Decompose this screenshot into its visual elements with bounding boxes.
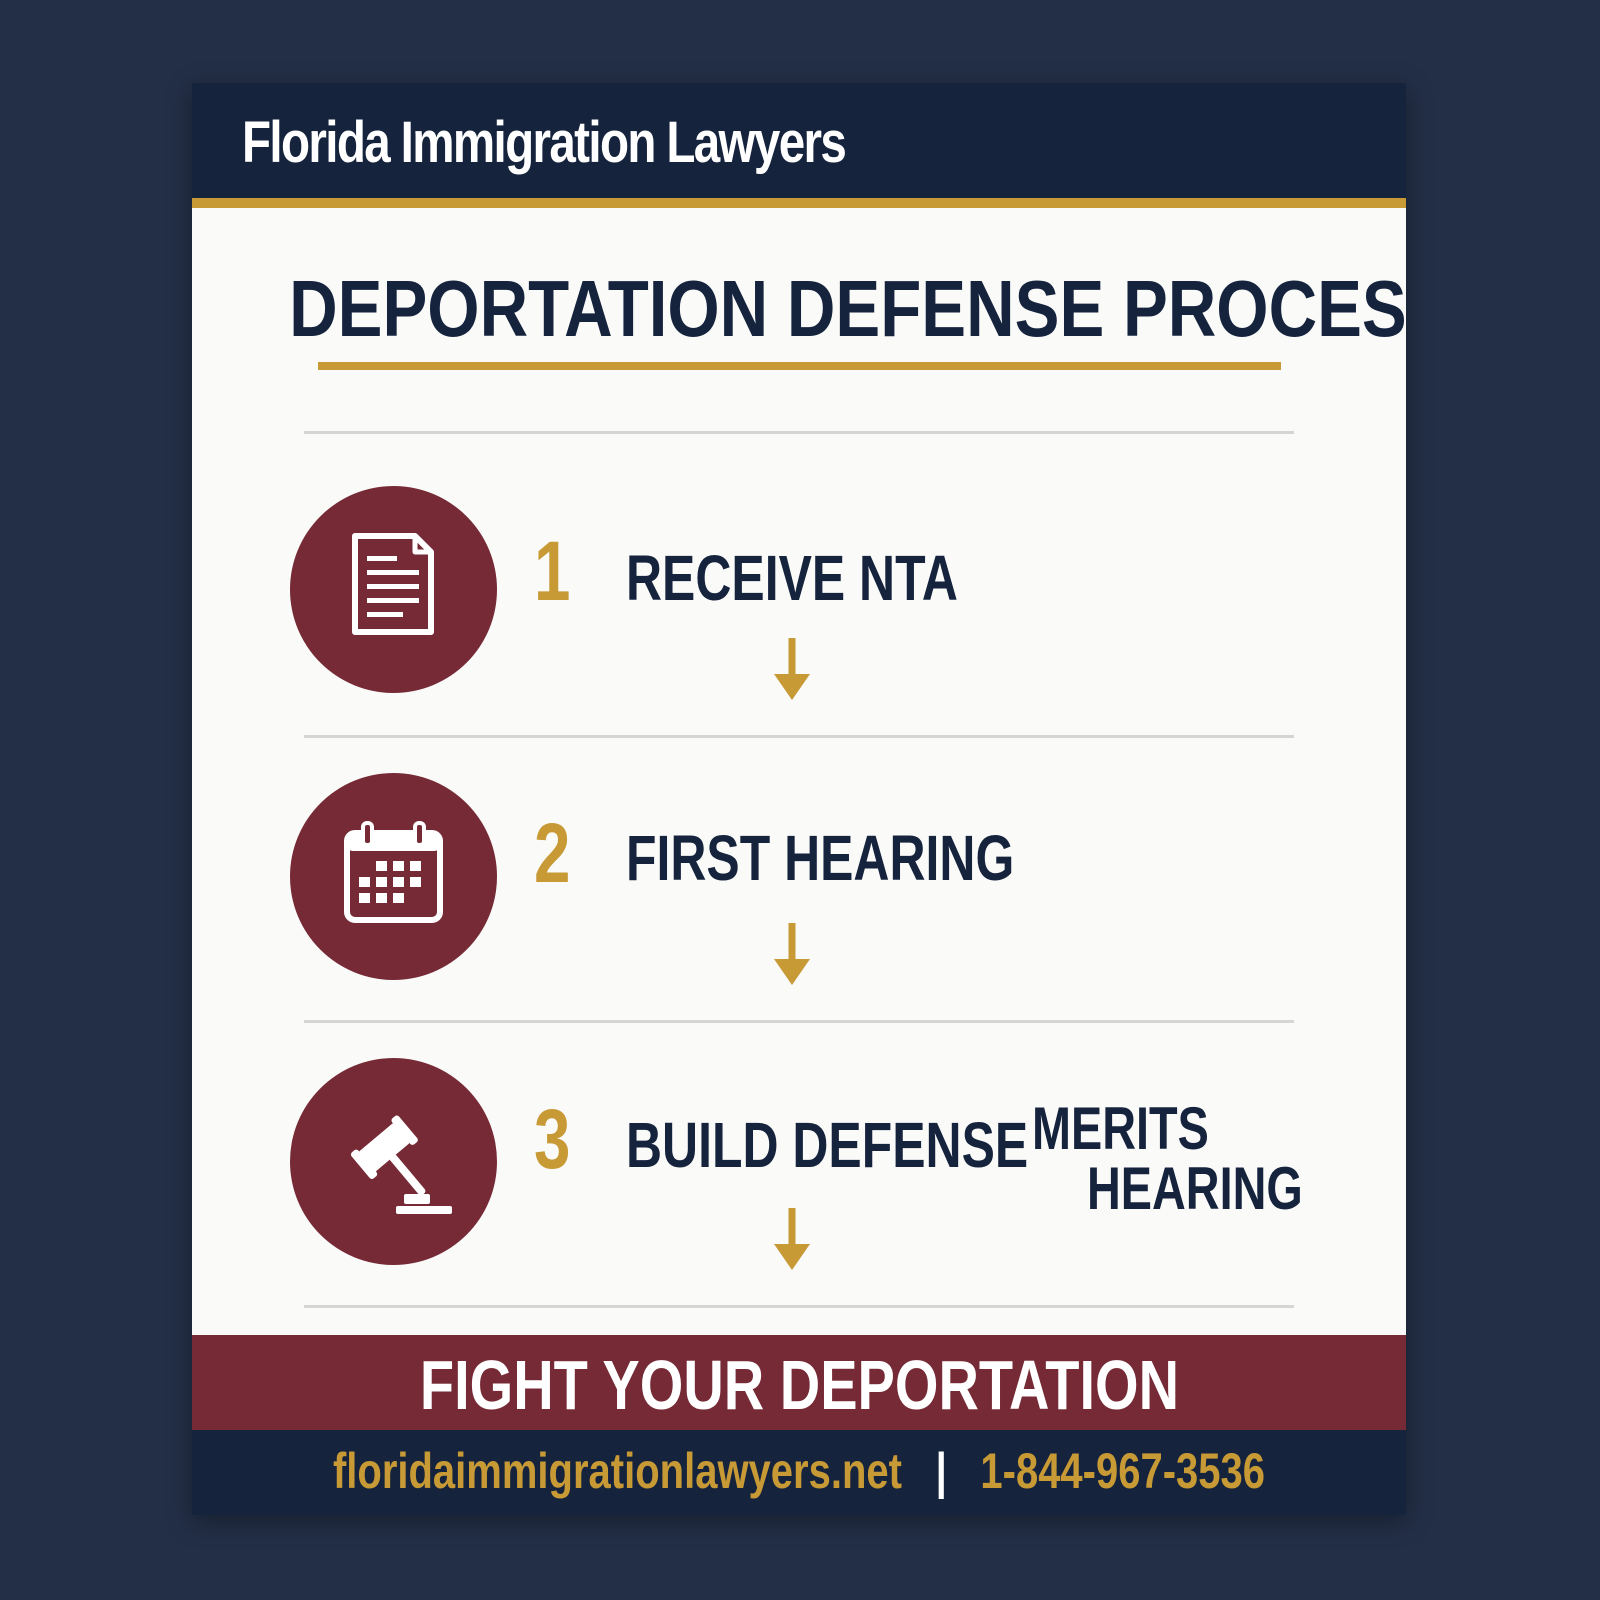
down-arrow-icon	[774, 638, 810, 700]
merits-line-1: MERITS	[1032, 1095, 1209, 1162]
down-arrow-icon	[774, 923, 810, 985]
infographic-card: Florida Immigration Lawyers DEPORTATION …	[192, 83, 1406, 1515]
calendar-icon	[344, 821, 443, 923]
cta-text: FIGHT YOUR DEPORTATION	[419, 1346, 1179, 1424]
step-1-number: 1	[534, 524, 571, 618]
divider	[304, 431, 1294, 434]
step-1-icon-circle	[290, 486, 497, 693]
cta-banner: FIGHT YOUR DEPORTATION	[192, 1335, 1406, 1430]
divider	[304, 1020, 1294, 1023]
divider	[304, 1305, 1294, 1308]
page-title: DEPORTATION DEFENSE PROCESS	[289, 264, 1406, 353]
step-2-number: 2	[534, 806, 571, 900]
website-link[interactable]: floridaimmigrationlawyers.net	[332, 1443, 902, 1499]
divider	[304, 735, 1294, 738]
phone-number[interactable]: 1-844-967-3536	[980, 1443, 1266, 1499]
merits-hearing-label: MERITS HEARING	[1032, 1095, 1303, 1222]
step-1-label: RECEIVE NTA	[626, 542, 958, 614]
brand-name: Florida Immigration Lawyers	[242, 110, 847, 175]
step-3-label: BUILD DEFENSE	[626, 1109, 1029, 1181]
footer-contact: floridaimmigrationlawyers.net | 1-844-967-…	[313, 1442, 1284, 1500]
document-icon	[352, 533, 434, 635]
merits-line-2: HEARING	[1087, 1155, 1303, 1222]
gavel-icon	[350, 1115, 452, 1214]
step-2-icon-circle	[290, 773, 497, 980]
footer-separator: |	[935, 1443, 947, 1499]
step-2-label: FIRST HEARING	[626, 822, 1015, 894]
title-underline	[318, 362, 1281, 370]
step-3-number: 3	[534, 1092, 571, 1186]
header-bar: Florida Immigration Lawyers	[192, 83, 1406, 208]
step-3-icon-circle	[290, 1058, 497, 1265]
down-arrow-icon	[774, 1208, 810, 1270]
footer-bar: floridaimmigrationlawyers.net | 1-844-967-…	[192, 1430, 1406, 1515]
